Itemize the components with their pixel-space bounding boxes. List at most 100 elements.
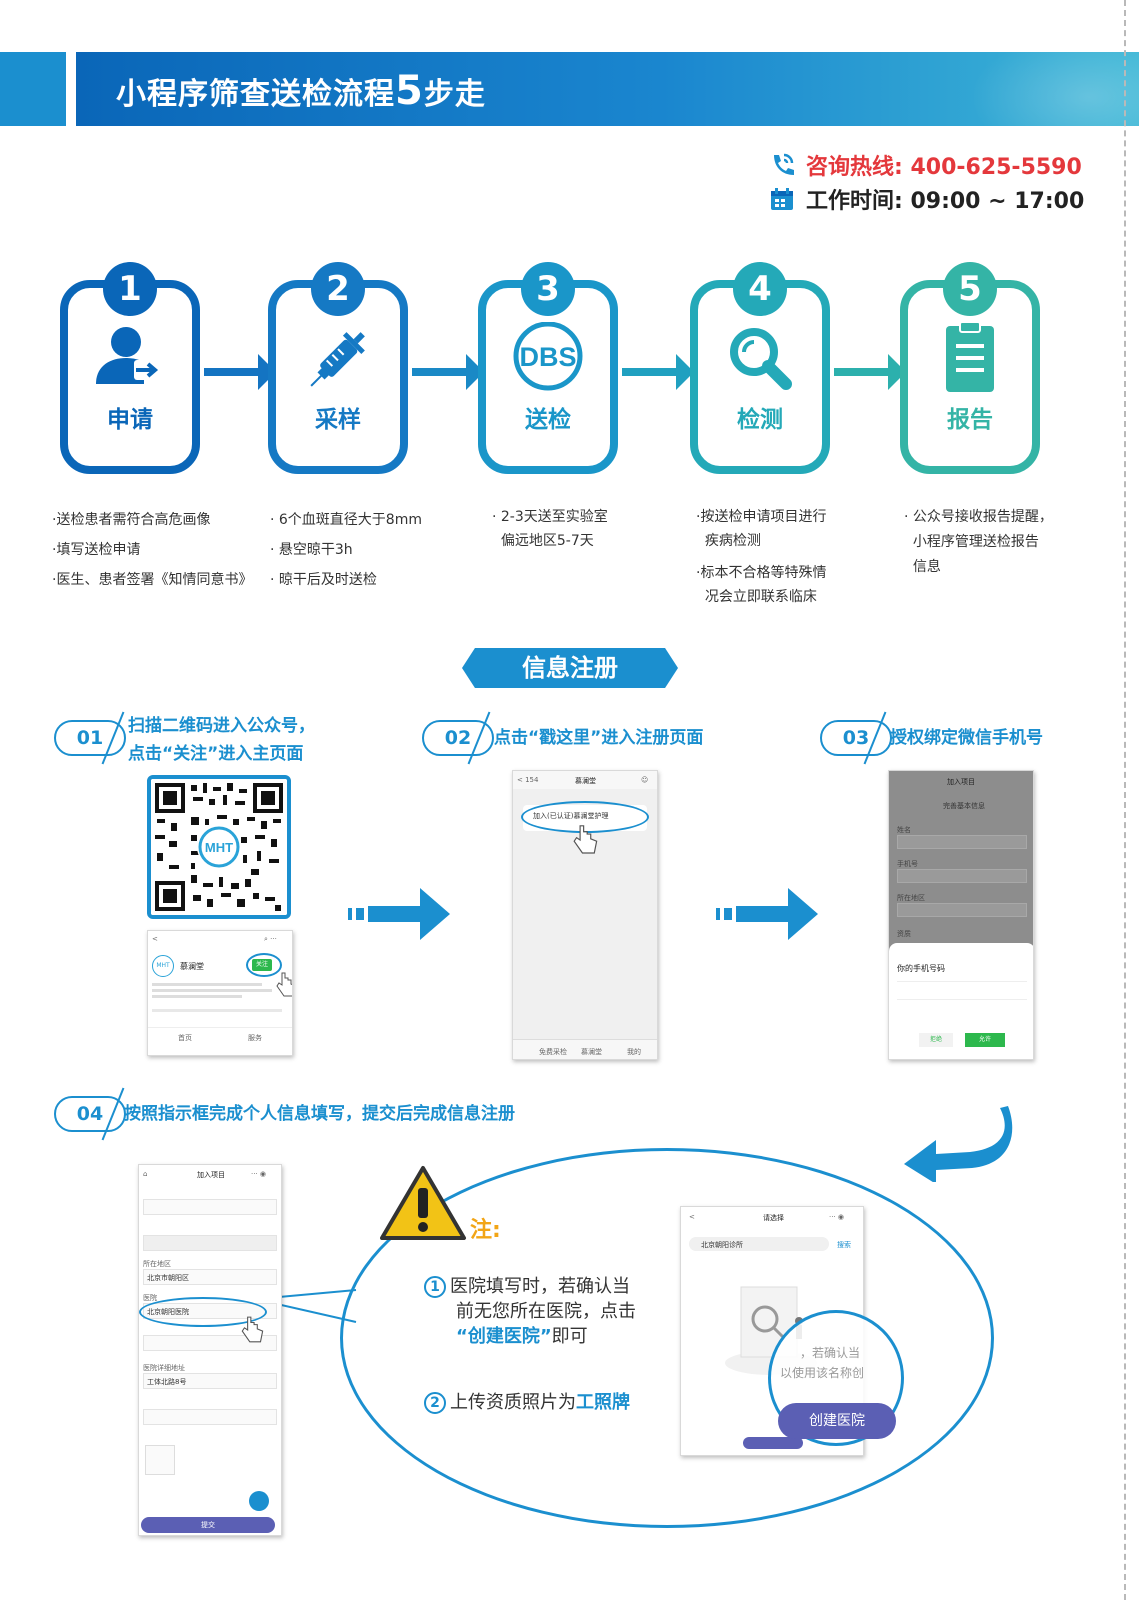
svg-text:MHT: MHT — [205, 840, 233, 855]
desc-line: ·按送检申请项目进行 — [696, 509, 827, 525]
tab-home[interactable]: 首页 — [178, 1034, 192, 1042]
hours-row: 工作时间: 09:00 ~ 17:00 — [768, 182, 1108, 216]
screen-subtitle: 完善基本信息 — [943, 802, 985, 810]
step-label: 送检 — [525, 407, 571, 433]
auth-card-title: 你的手机号码 — [897, 964, 945, 973]
home-icon[interactable]: ⌂ — [143, 1170, 148, 1178]
hand-pointer-icon — [241, 1316, 264, 1343]
step-frame — [690, 280, 830, 474]
title-ribbon — [462, 648, 678, 688]
highlight-ring — [246, 953, 282, 977]
divider — [148, 1027, 292, 1028]
back-icon: < — [152, 935, 158, 943]
step-1: 1 申请 — [60, 262, 200, 474]
desc-line: 信息 — [904, 559, 941, 575]
step-2-desc: · 6个血斑直径大于8mm · 悬空晾干3h · 晾干后及时送检 — [270, 505, 422, 595]
step-1-desc: ·送检患者需符合高危画像 ·填写送检申请 ·医生、患者签署《知情同意书》 — [52, 505, 252, 595]
highlight-ring — [139, 1297, 267, 1327]
hotline-text: 咨询热线: 400-625-5590 — [806, 155, 1082, 180]
step-4: 4 检测 — [690, 262, 830, 474]
header-decoration — [969, 52, 1139, 126]
desc-line: · 公众号接收报告提醒， — [904, 509, 1053, 525]
qr-code[interactable]: MHT — [147, 775, 291, 919]
join-link[interactable]: 加入(已认证)慕澜堂护理 — [533, 812, 609, 820]
hand-pointer-icon — [276, 972, 292, 997]
step-3: 3 DBS 送检 — [478, 262, 618, 474]
search-icon: ⌕ ··· — [264, 935, 277, 943]
search-value: 北京朝阳诊所 — [701, 1241, 743, 1249]
menu-mine[interactable]: 我的 — [627, 1048, 641, 1056]
flow-arrow-icon — [716, 888, 818, 940]
register-section-title: 信息注册 — [462, 648, 678, 688]
substep-04-title: 按照指示框完成个人信息填写，提交后完成信息注册 — [124, 1104, 515, 1124]
search-button[interactable]: 搜索 — [837, 1241, 851, 1249]
more-icon[interactable]: ··· ◉ — [829, 1213, 845, 1221]
magnifier-icon — [730, 328, 792, 390]
step-number: 2 — [311, 262, 365, 316]
qr-code-icon: MHT — [151, 779, 287, 915]
field-label: 所在地区 — [897, 894, 925, 902]
substep-03-title: 授权绑定微信手机号 — [890, 728, 1043, 748]
tab-service[interactable]: 服务 — [248, 1034, 262, 1042]
address-field[interactable] — [143, 1373, 277, 1389]
desc-line: 疾病检测 — [696, 533, 761, 549]
submit-button[interactable]: 提交 — [141, 1517, 275, 1533]
substep-02-title: 点击“戳这里”进入注册页面 — [494, 728, 704, 748]
step-number: 3 — [521, 262, 575, 316]
screen-title: 加入项目 — [197, 1171, 225, 1179]
menu-free-test[interactable]: 免费采检 — [539, 1048, 567, 1056]
arrow-right-icon — [834, 354, 906, 390]
note-title: 注: — [470, 1218, 501, 1243]
menu-home[interactable]: 慕澜堂 — [581, 1048, 602, 1056]
reject-button[interactable]: 拒绝 — [919, 1033, 953, 1047]
upload-photo-box[interactable] — [145, 1445, 175, 1475]
title-number: 5 — [395, 68, 424, 114]
search-input[interactable] — [689, 1237, 829, 1251]
step-number: 4 — [733, 262, 787, 316]
create-hospital-button[interactable]: 创建医院 — [778, 1403, 896, 1439]
back-icon[interactable]: < — [689, 1213, 695, 1221]
calendar-icon — [771, 188, 793, 210]
dept-field[interactable] — [143, 1335, 277, 1351]
desc-line: 小程序管理送检报告 — [904, 534, 1039, 550]
desc-line: 况会立即联系临床 — [696, 589, 817, 605]
zoom-hint: 以使用该名称创 — [780, 1366, 865, 1380]
desc-line: · 悬空晾干3h — [270, 542, 353, 558]
title-line: 扫描二维码进入公众号， — [128, 716, 315, 736]
text-line — [152, 983, 262, 986]
desc-line: · 2-3天送至实验室 — [492, 509, 608, 525]
title-line: 点击“关注”进入主页面 — [128, 744, 304, 764]
arrow-right-icon — [622, 354, 694, 390]
badge-04: 04 — [54, 1096, 126, 1132]
step-3-desc: · 2-3天送至实验室 偏远地区5-7天 — [492, 505, 608, 553]
region-field[interactable] — [143, 1269, 277, 1285]
circled-number-icon: 2 — [424, 1392, 446, 1414]
allow-button[interactable]: 允许 — [965, 1033, 1005, 1047]
field-label: 姓名 — [897, 826, 911, 834]
substep-01-title: 扫描二维码进入公众号， 点击“关注”进入主页面 — [128, 712, 315, 768]
back-button[interactable]: < 154 — [517, 776, 539, 784]
header-accent-block — [0, 52, 66, 126]
user-icon[interactable]: ☺ — [641, 776, 649, 784]
clipboard-icon — [946, 322, 994, 392]
extra-field[interactable] — [143, 1409, 277, 1425]
zoom-hint: ，若确认当 — [800, 1346, 861, 1360]
step-5: 5 报告 — [900, 262, 1040, 474]
step-5-desc: · 公众号接收报告提醒， 小程序管理送检报告 信息 — [904, 505, 1053, 580]
step-label: 申请 — [107, 407, 153, 433]
page-title: 小程序筛查送检流程5步走 — [116, 68, 486, 114]
field-label: 所在地区 — [143, 1260, 171, 1268]
address-value: 工体北路8号 — [147, 1378, 187, 1386]
name-field[interactable] — [143, 1199, 277, 1215]
circled-number-icon: 1 — [424, 1276, 446, 1298]
note-highlight: 工照牌 — [576, 1392, 630, 1413]
screen-register-entry: < 154 慕澜堂 ☺ 加入(已认证)慕澜堂护理 免费采检 慕澜堂 我的 — [512, 770, 658, 1060]
callout-pointer — [268, 1289, 357, 1323]
phone-call-icon[interactable] — [249, 1491, 269, 1511]
screen-title: 加入项目 — [947, 778, 975, 786]
register-title-text: 信息注册 — [522, 654, 618, 682]
more-icon[interactable]: ··· ◉ — [251, 1170, 267, 1178]
phone-field[interactable] — [143, 1235, 277, 1251]
